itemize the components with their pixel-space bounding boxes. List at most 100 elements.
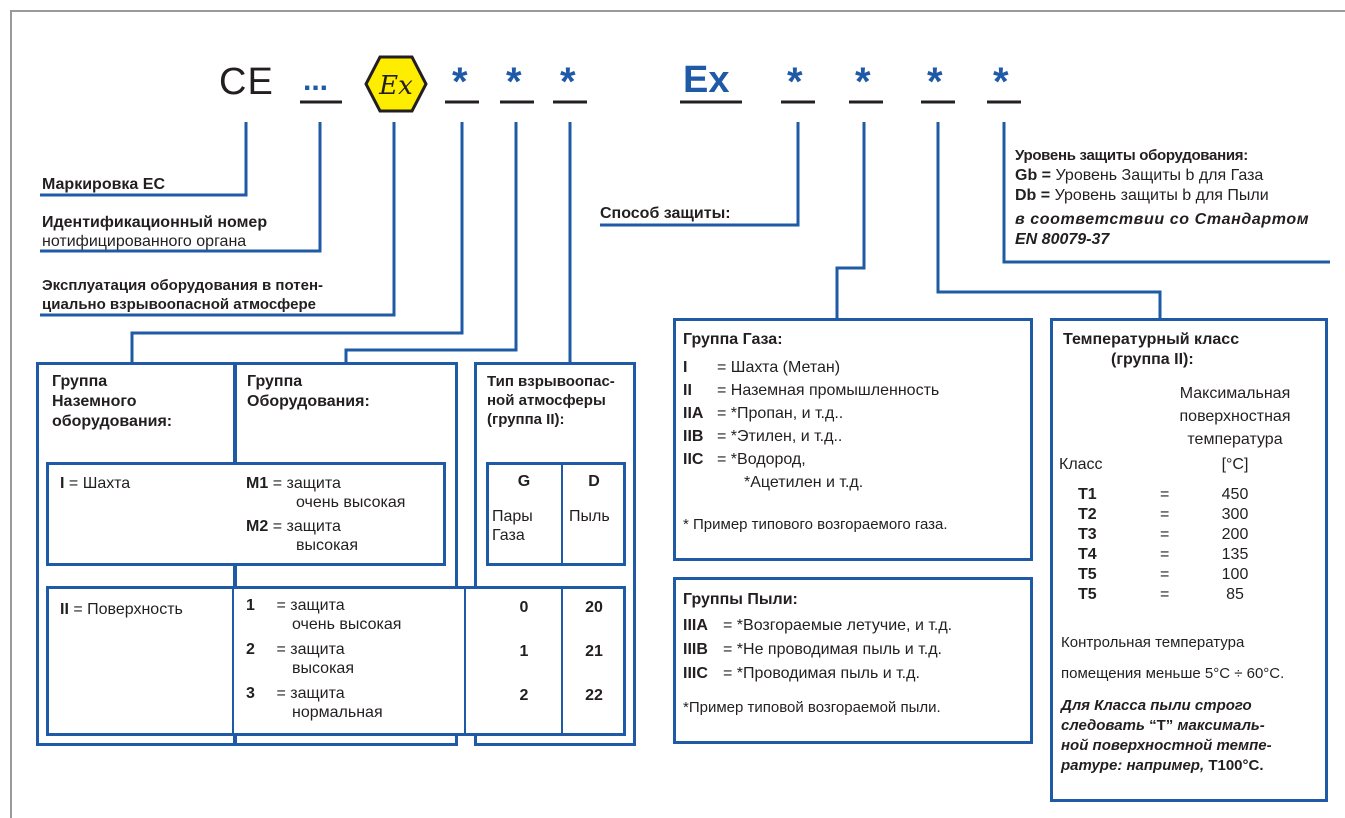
- equipment-title-1: Группа: [247, 373, 303, 390]
- col-g-label: G: [517, 473, 531, 490]
- g-line1: Пары: [492, 508, 533, 525]
- temp-row-eq: =: [1160, 506, 1170, 523]
- cat3-eq: =: [276, 685, 286, 702]
- gd-header-box: [486, 462, 626, 566]
- dust-temp-note-1: Для Класса пыли строго: [1061, 697, 1252, 714]
- m2-line2: высокая: [296, 537, 358, 554]
- temp-max-value: 450: [1221, 486, 1249, 503]
- id-number-label: Идентификационный номер: [42, 214, 268, 231]
- m1-row: M1 = защита: [246, 474, 341, 494]
- d-label: Пыль: [569, 508, 610, 525]
- zone-g-1: 1: [519, 643, 529, 660]
- outer-frame: [10, 10, 1345, 818]
- gas-i-text: = Шахта (Метан): [717, 359, 841, 376]
- temp-class-code: T5: [1078, 566, 1097, 583]
- m1-eq: =: [272, 475, 283, 492]
- gd-divider: [561, 465, 563, 563]
- mining-row-label: I = Шахта: [60, 474, 130, 494]
- cat2-code: 2: [246, 641, 255, 658]
- dust-temp-note-2: следовать “T” максималь-: [1061, 716, 1265, 736]
- gas-iia-text: = *Пропан, и т.д..: [717, 405, 844, 422]
- dust-temp-note-3: ной поверхностной темпе-: [1061, 737, 1272, 754]
- temp-max-value: 135: [1221, 546, 1249, 563]
- ex-hexagon-icon: Ex: [364, 55, 428, 113]
- dust-note-2a: следовать: [1061, 717, 1150, 734]
- gas-iic-text: = *Водород,: [717, 451, 806, 468]
- temp-max-value: 85: [1226, 586, 1244, 603]
- temp-row-eq: =: [1160, 546, 1170, 563]
- cat3-code: 3: [246, 685, 255, 702]
- cat2-line1: защита: [290, 641, 345, 658]
- surface-divider-2: [464, 589, 466, 733]
- m1-line1: защита: [286, 475, 341, 492]
- temp-row-eq: =: [1160, 486, 1170, 503]
- g-line2: Газа: [492, 527, 525, 544]
- zone-d-20: 20: [585, 599, 603, 616]
- cat3-row: 3 = защита: [246, 684, 345, 704]
- gas-row-i: I = Шахта (Метан): [683, 358, 840, 378]
- zone-d-22: 22: [585, 687, 603, 704]
- epl-db-code: Db =: [1015, 187, 1051, 204]
- dust-iiia-code: IIIA: [683, 617, 708, 634]
- cat2-line2: высокая: [292, 660, 354, 677]
- temp-max-value: 300: [1221, 506, 1249, 523]
- epl-gb-code: Gb =: [1015, 167, 1052, 184]
- temp-class-label: Класс: [1059, 456, 1103, 473]
- epl-db-text: Уровень защиты b для Пыли: [1054, 187, 1269, 204]
- dust-group-box: [673, 577, 1033, 744]
- m2-code: M2: [246, 518, 269, 535]
- cat1-line1: защита: [290, 597, 345, 614]
- code-star-2: *: [506, 60, 522, 104]
- temp-class-box: [1050, 318, 1328, 802]
- gas-ii-code: II: [683, 382, 692, 399]
- surface-row-box: [46, 586, 626, 736]
- temp-head-2: поверхностная: [1179, 408, 1291, 425]
- code-star-4: *: [787, 60, 803, 104]
- surface-row-label: II = Поверхность: [60, 600, 183, 620]
- cat2-eq: =: [276, 641, 286, 658]
- ce-mark: CE: [219, 61, 274, 103]
- gas-iic-code: IIC: [683, 451, 704, 468]
- code-star-7: *: [993, 60, 1009, 104]
- atmosphere-title-1: Тип взрывоопас-: [487, 373, 615, 390]
- dust-iiic-text: = *Проводимая пыль и т.д.: [723, 665, 920, 682]
- dust-iiib-code: IIIB: [683, 641, 708, 658]
- epl-gb-text: Уровень Защиты b для Газа: [1055, 167, 1264, 184]
- dust-group-title: Группы Пыли:: [683, 591, 798, 608]
- zone-g-2: 2: [519, 687, 529, 704]
- temp-title-1: Температурный класс: [1063, 331, 1240, 348]
- temp-class-code: T4: [1078, 546, 1097, 563]
- gas-iic-cont: *Ацетилен и т.д.: [744, 474, 864, 491]
- dust-row-iiib: IIIB = *Не проводимая пыль и т.д.: [683, 640, 942, 660]
- epl-db-row: Db = Уровень защиты b для Пыли: [1015, 186, 1269, 206]
- gas-iib-code: IIB: [683, 428, 704, 445]
- code-star-6: *: [927, 60, 943, 104]
- dust-temp-note-4: ратуре: например, T100°C.: [1061, 756, 1264, 776]
- gas-group-box: [673, 318, 1033, 561]
- protection-method-label: Способ защиты:: [600, 205, 731, 222]
- dust-note: *Пример типовой возгораемой пыли.: [683, 699, 941, 716]
- gas-note: * Пример типового возгораемого газа.: [683, 516, 948, 533]
- mining-row-box: [46, 462, 446, 566]
- group-ii-text: = Поверхность: [73, 601, 183, 618]
- group-i-text: = Шахта: [68, 475, 131, 492]
- temp-row-eq: =: [1160, 566, 1170, 583]
- cat1-eq: =: [276, 597, 286, 614]
- dust-iiib-text: = *Не проводимая пыль и т.д.: [723, 641, 942, 658]
- atmosphere-label-2: циально взрывоопасной атмосфере: [42, 296, 316, 313]
- gas-row-iib: IIB= *Этилен, и т.д..: [683, 427, 842, 447]
- dust-note-4a: ратуре: например,: [1061, 757, 1209, 774]
- atmosphere-label-1: Эксплуатация оборудования в потен-: [42, 277, 324, 294]
- temp-class-code: T3: [1078, 526, 1097, 543]
- surface-divider-3: [561, 589, 563, 733]
- group-title-1: Группа: [52, 373, 108, 390]
- temp-head-1: Максимальная: [1179, 385, 1291, 402]
- gas-i-code: I: [683, 359, 688, 376]
- cat3-line1: защита: [290, 685, 345, 702]
- gas-iia-code: IIA: [683, 405, 704, 422]
- equipment-title-2: Оборудования:: [247, 393, 370, 410]
- gas-row-iia: IIA = *Пропан, и т.д..: [683, 404, 843, 424]
- epl-standard-2: EN 80079-37: [1015, 231, 1110, 248]
- id-number-sub: нотифицированного органа: [42, 233, 247, 250]
